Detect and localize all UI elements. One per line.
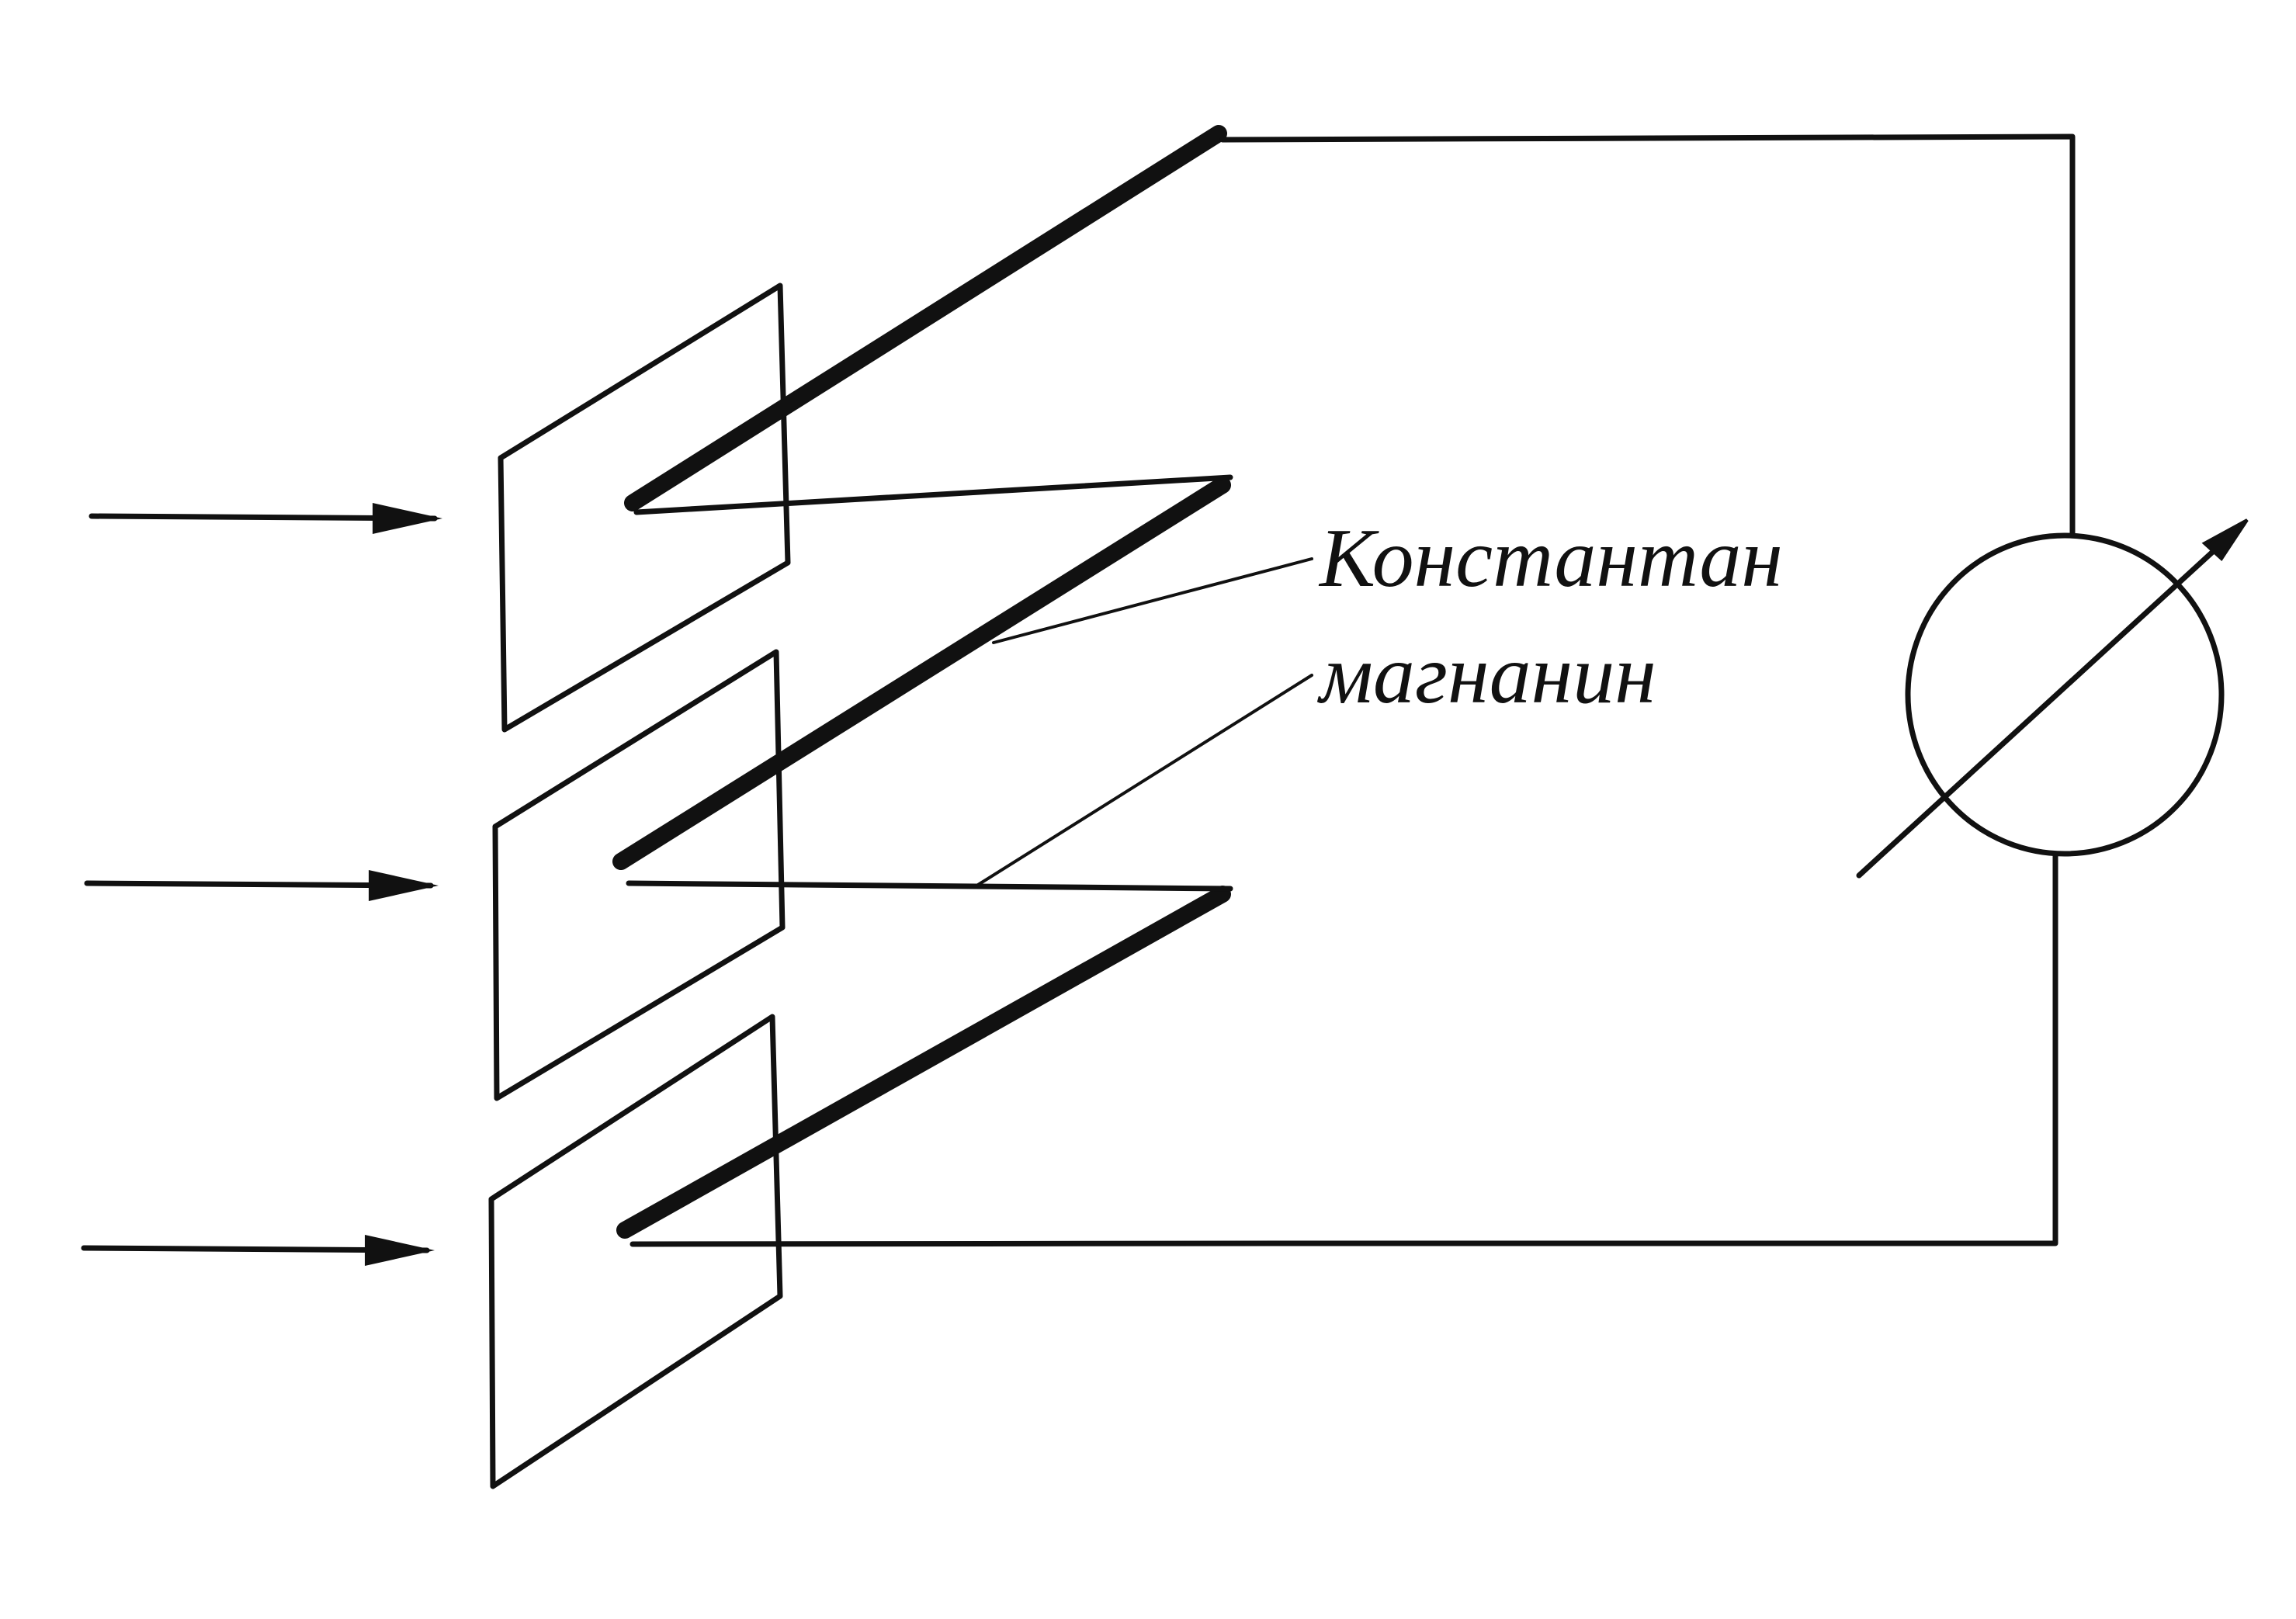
manganin-wire-2 xyxy=(626,880,1233,892)
circuit-top-wire xyxy=(1219,133,2076,539)
galvanometer-pointer-head xyxy=(2201,518,2249,562)
galvanometer-pointer xyxy=(1856,521,2246,879)
manganin-wire-1 xyxy=(633,474,1233,515)
constantan-wires xyxy=(612,125,1231,1239)
arrowhead-1 xyxy=(373,503,442,534)
circuit-bottom-wire xyxy=(1278,852,2058,1246)
leader-manganin xyxy=(976,674,1313,886)
label-manganin: магнанин xyxy=(1316,629,1656,721)
arrowhead-3 xyxy=(365,1235,435,1266)
external-circuit xyxy=(1219,133,2076,1246)
manganin-wires xyxy=(626,474,1284,1247)
incoming-arrows xyxy=(81,503,442,1266)
manganin-wire-3 xyxy=(629,1240,1284,1247)
galvanometer-body xyxy=(1905,532,2225,857)
label-leaders xyxy=(976,557,1313,886)
galvanometer-icon xyxy=(1856,518,2249,879)
receiver-plates xyxy=(488,283,791,1489)
constantan-wire-1 xyxy=(624,125,1227,511)
constantan-wire-2 xyxy=(612,477,1231,870)
label-constantan: Константан xyxy=(1318,512,1783,605)
plate-3 xyxy=(488,1014,783,1489)
plate-2 xyxy=(492,649,786,1101)
leader-constantan xyxy=(992,557,1313,644)
plate-1 xyxy=(498,283,791,733)
arrowhead-2 xyxy=(369,870,439,901)
constantan-wire-3 xyxy=(616,886,1231,1239)
